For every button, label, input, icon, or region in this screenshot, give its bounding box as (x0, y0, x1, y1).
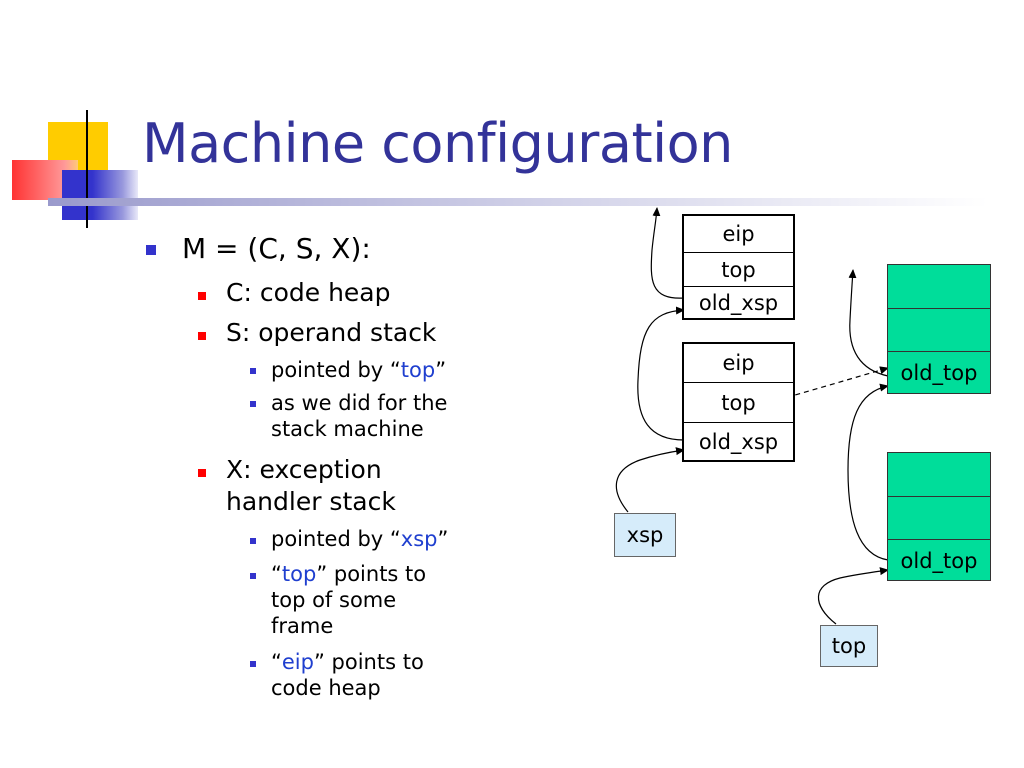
bullet-marker (198, 292, 206, 300)
stack1-old-top-cell: old_top (888, 351, 990, 394)
decor-vertical-line (86, 110, 88, 228)
stack2-old-top-cell: old_top (888, 539, 990, 582)
bullet-code-heap: C: code heap (226, 278, 391, 307)
arrow-stack2-old-top-to-stack1 (847, 383, 889, 561)
handler-frame-1: eip top old_xsp (682, 214, 795, 320)
bullet-marker (198, 469, 206, 477)
title-underline (48, 198, 988, 206)
frame2-eip-cell: eip (722, 351, 755, 375)
bullet-marker (250, 661, 256, 667)
stack1-cell (888, 308, 990, 351)
operand-stack-segment-2: old_top (887, 452, 991, 581)
bullet-marker (198, 332, 206, 340)
arrow-frame1-old-xsp-up (650, 207, 685, 299)
stack2-cell (888, 453, 990, 496)
stack2-cell (888, 496, 990, 539)
arrow-frame2-top-dashed (777, 366, 889, 401)
arrow-xsp-to-frame2 (615, 447, 685, 513)
frame2-top-cell: top (684, 382, 793, 422)
page-title: Machine configuration (142, 112, 733, 175)
decor-blue-square (62, 170, 138, 220)
top-pointer-box: top (820, 625, 878, 667)
frame2-old-xsp-cell: old_xsp (684, 422, 793, 460)
arrow-frame2-old-xsp-to-frame1 (637, 306, 685, 441)
bullet-pointed-by-top: pointed by “top” (271, 358, 447, 382)
bullet-marker (250, 573, 256, 579)
arrow-stack1-old-top-up (848, 269, 889, 377)
stack1-cell (888, 265, 990, 308)
frame1-eip-cell: eip (722, 222, 755, 246)
bullet-marker (250, 538, 256, 544)
arrow-top-to-stack2 (817, 567, 889, 625)
handler-frame-2: eip top old_xsp (682, 342, 795, 462)
bullet-marker (250, 368, 256, 374)
frame1-top-cell: top (684, 252, 793, 286)
bullet-machine: M = (C, S, X): (182, 232, 371, 265)
frame1-old-xsp-cell: old_xsp (684, 286, 793, 318)
bullet-marker (250, 401, 256, 407)
operand-stack-segment-1: old_top (887, 264, 991, 394)
bullet-pointed-by-xsp: pointed by “xsp” (271, 527, 449, 551)
bullet-operand-stack: S: operand stack (226, 318, 437, 347)
xsp-pointer-box: xsp (614, 513, 676, 557)
bullet-marker (146, 245, 156, 255)
